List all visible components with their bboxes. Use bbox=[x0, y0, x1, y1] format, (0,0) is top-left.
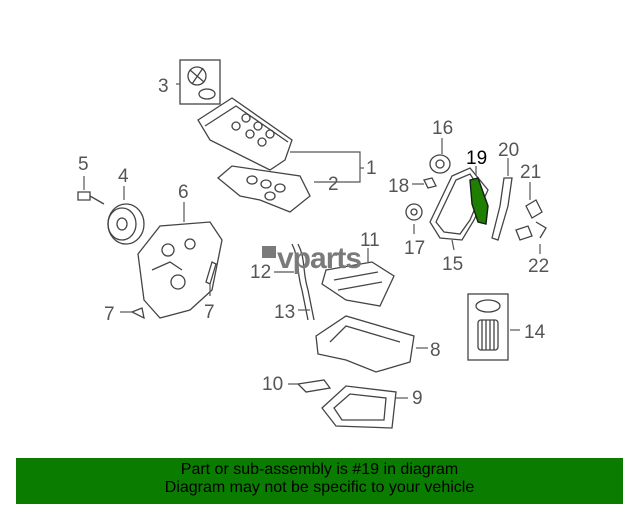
callout-12[interactable]: 12 bbox=[250, 262, 271, 283]
part-17-sprocket[interactable] bbox=[405, 203, 423, 221]
callout-3[interactable]: 3 bbox=[158, 76, 169, 97]
watermark-text: vparts bbox=[277, 242, 361, 275]
callout-10[interactable]: 10 bbox=[262, 374, 283, 395]
callout-1[interactable]: 1 bbox=[366, 158, 377, 179]
info-banner: Part or sub-assembly is #19 in diagram D… bbox=[16, 458, 623, 504]
part-13-dipstick-tube[interactable] bbox=[291, 243, 315, 321]
callout-13[interactable]: 13 bbox=[274, 302, 295, 323]
part-6-timing-cover[interactable] bbox=[137, 221, 223, 319]
callout-22[interactable]: 22 bbox=[528, 256, 549, 277]
callout-4[interactable]: 4 bbox=[118, 166, 129, 187]
callout-5[interactable]: 5 bbox=[78, 154, 89, 175]
leader-lines bbox=[83, 83, 541, 399]
callout-16[interactable]: 16 bbox=[432, 118, 453, 139]
callout-19-highlighted[interactable]: 19 bbox=[466, 148, 487, 169]
callout-7a[interactable]: 7 bbox=[104, 304, 115, 325]
callout-11[interactable]: 11 bbox=[360, 230, 380, 251]
part-7-seal-right[interactable] bbox=[205, 261, 217, 285]
callout-15[interactable]: 15 bbox=[442, 254, 463, 275]
part-22-bracket[interactable] bbox=[515, 221, 547, 241]
part-3-oil-cap[interactable] bbox=[179, 59, 221, 105]
callout-21[interactable]: 21 bbox=[520, 162, 541, 183]
part-4-crank-pulley[interactable] bbox=[107, 203, 145, 245]
callout-8[interactable]: 8 bbox=[430, 340, 441, 361]
part-5-bolt[interactable] bbox=[77, 191, 105, 205]
callout-17[interactable]: 17 bbox=[404, 238, 425, 259]
part-11-windage-tray[interactable] bbox=[321, 261, 395, 307]
callout-18[interactable]: 18 bbox=[388, 176, 409, 197]
part-19-chain-guide[interactable] bbox=[469, 177, 489, 225]
callout-7b[interactable]: 7 bbox=[204, 302, 215, 323]
part-20-tensioner-arm[interactable] bbox=[491, 177, 513, 241]
vparts-watermark: vparts bbox=[262, 242, 362, 275]
part-21-tensioner[interactable] bbox=[525, 199, 543, 219]
part-16-idler-pulley[interactable] bbox=[429, 154, 451, 174]
callout-20[interactable]: 20 bbox=[498, 140, 519, 161]
callout-9[interactable]: 9 bbox=[412, 388, 423, 409]
part-1-valve-cover[interactable] bbox=[197, 97, 293, 171]
part-8-upper-oil-pan[interactable] bbox=[315, 315, 415, 373]
banner-line-2: Diagram may not be specific to your vehi… bbox=[164, 479, 475, 496]
callout-6[interactable]: 6 bbox=[178, 182, 189, 203]
part-14-oil-filter[interactable] bbox=[467, 293, 509, 361]
part-9-lower-oil-pan[interactable] bbox=[321, 385, 397, 429]
banner-line-1: Part or sub-assembly is #19 in diagram bbox=[180, 461, 459, 478]
part-2-valve-cover-gasket[interactable] bbox=[216, 165, 311, 213]
part-10-baffle[interactable] bbox=[296, 379, 332, 393]
callout-14[interactable]: 14 bbox=[524, 322, 546, 343]
part-18-bolt[interactable] bbox=[423, 177, 437, 189]
callout-2[interactable]: 2 bbox=[328, 174, 339, 195]
part-7-seal-left[interactable] bbox=[130, 307, 145, 320]
